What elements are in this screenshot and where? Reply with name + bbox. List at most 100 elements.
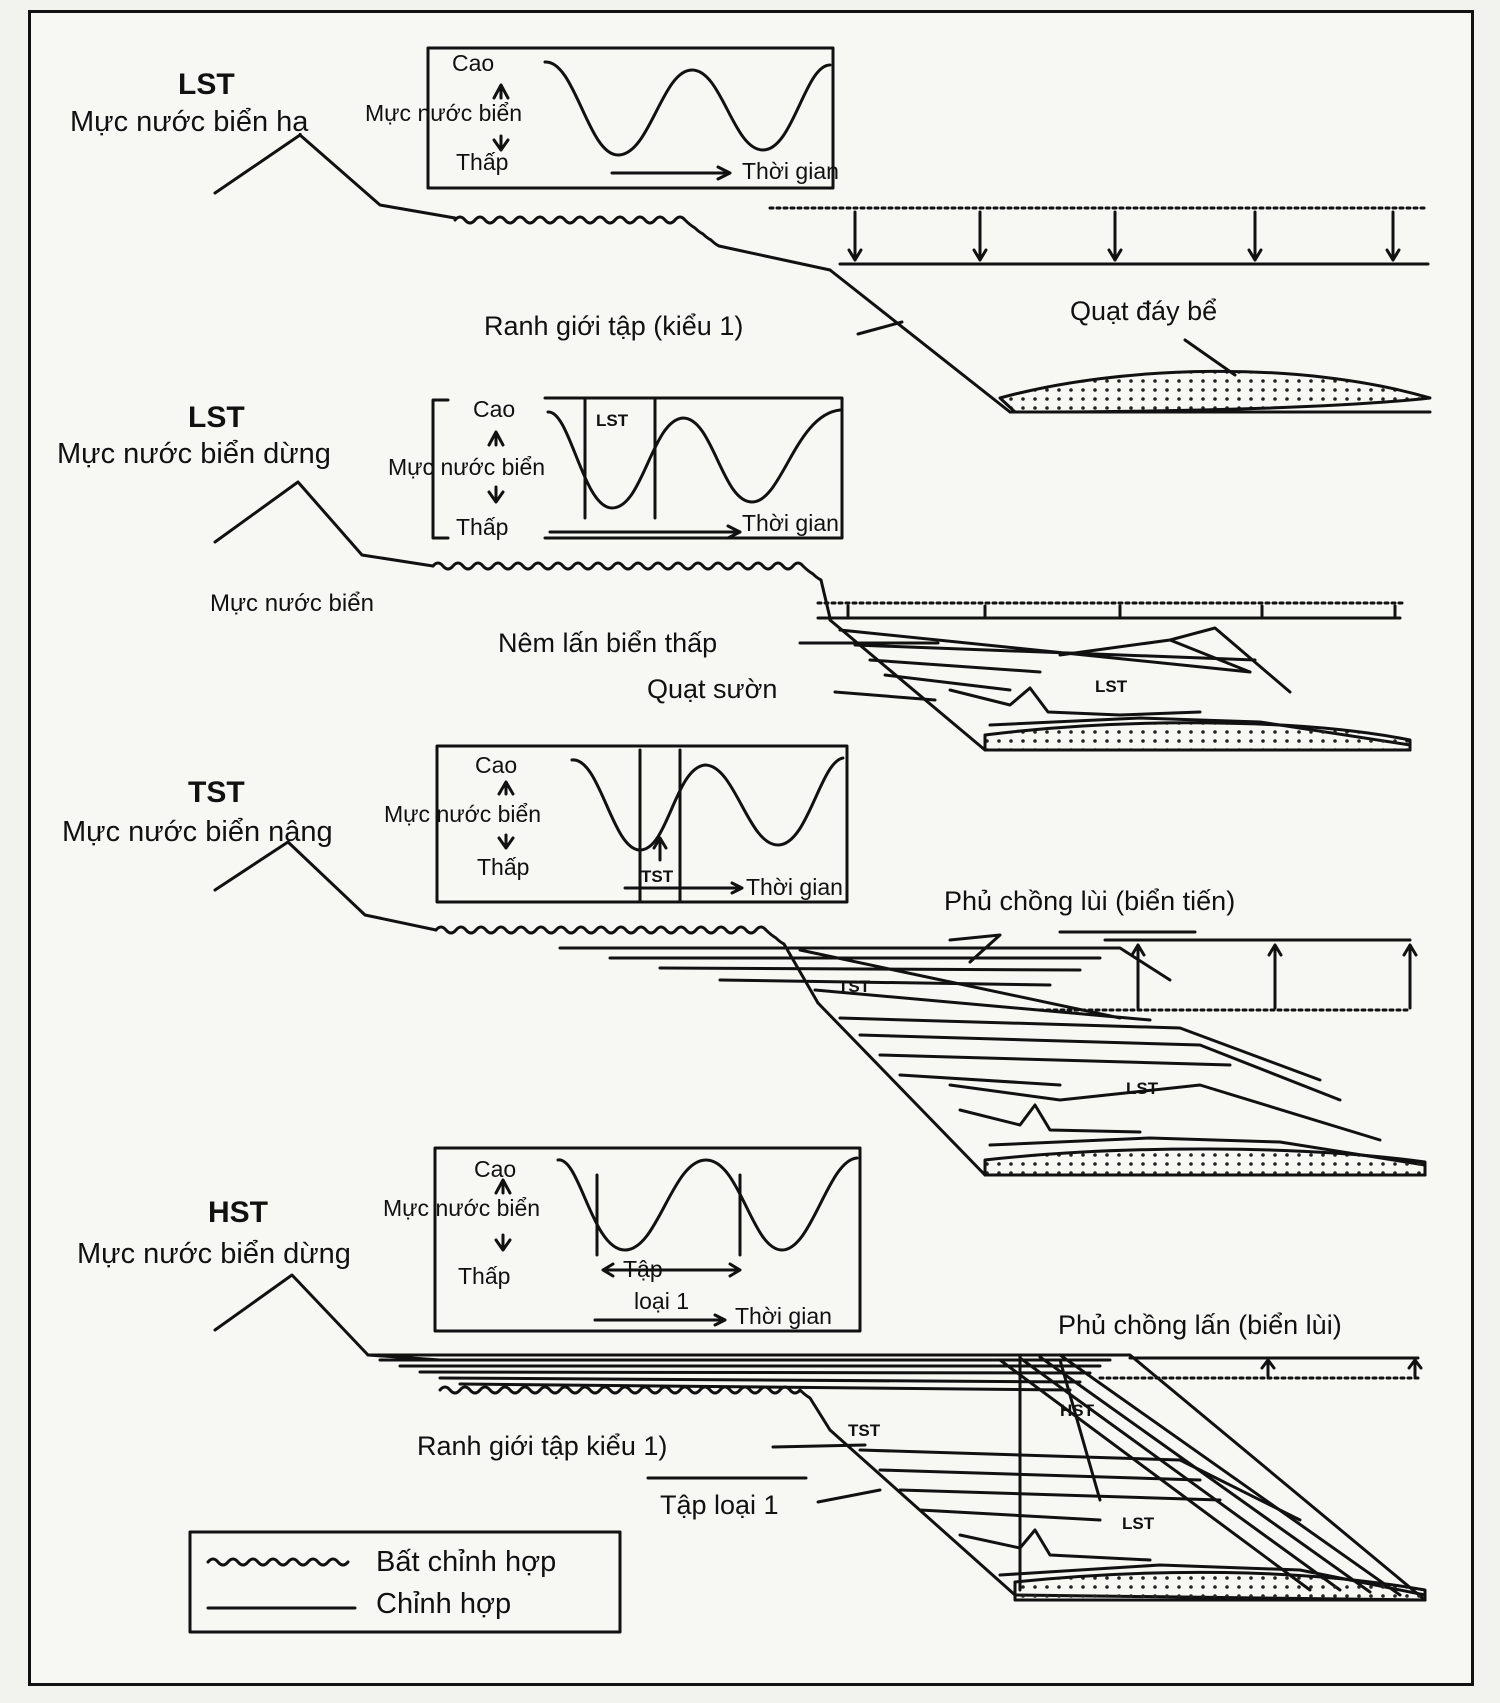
leader-retro-3: [948, 933, 1002, 964]
panel-4-graphics: [213, 1146, 1427, 1602]
inset-box-3: [435, 744, 849, 904]
unconformity-1: [453, 215, 832, 272]
inset-2-high: Cao: [473, 396, 516, 422]
inset-3-tag: TST: [641, 867, 674, 886]
legend-conformity: Chỉnh hợp: [376, 1588, 512, 1620]
callout-pro-4: Phủ chồng lấn (biển lùi): [1058, 1310, 1342, 1340]
callout-boundary-4: Ranh giới tập kiểu 1): [417, 1431, 668, 1461]
time-arrow-2: [548, 524, 742, 540]
arrow-up-4: [494, 1178, 512, 1195]
inset-3-axis: Mực nước biển: [384, 801, 542, 827]
inset-4-low: Thấp: [458, 1263, 511, 1289]
legend-unconformity: Bất chỉnh hợp: [376, 1546, 557, 1578]
legend-graphics: [188, 1530, 622, 1634]
coast-profile-2: [213, 480, 435, 568]
inset-box-1: [426, 46, 835, 190]
basin-floor-fan-1: [998, 369, 1432, 414]
panel-3-graphics: [213, 744, 1427, 1177]
sea-level-curve-1: [543, 60, 832, 157]
legend-wave-symbol: [206, 1557, 350, 1567]
coast-profile-4: [213, 1273, 442, 1362]
callout-wedge-2: Nêm lấn biển thấp: [498, 628, 718, 658]
inset-4-high: Cao: [474, 1156, 517, 1182]
inset-2-time: Thời gian: [742, 510, 839, 536]
body-lst-4: LST: [1122, 1514, 1155, 1533]
callout-seq-4: Tập loại 1: [660, 1490, 779, 1520]
panel-3-subtitle: Mực nước biển nâng: [62, 816, 333, 848]
inset-4-seq-label-1: Tập: [623, 1256, 663, 1282]
coast-profile-1: [213, 133, 457, 220]
inset-2-tag: LST: [596, 411, 629, 430]
inset-1-low: Thấp: [456, 149, 509, 175]
arrow-up-1: [492, 83, 510, 100]
figure-frame: [28, 10, 1474, 1686]
slope-1: [828, 268, 1012, 414]
time-arrow-1: [610, 165, 732, 181]
unconformity-2: [431, 561, 832, 620]
body-lst-3: LST: [1126, 1079, 1159, 1098]
arrow-up-3: [497, 780, 515, 796]
arrow-down-4: [494, 1233, 512, 1252]
time-arrow-3: [623, 881, 744, 895]
highstand-strata-4: [366, 1353, 1427, 1602]
panel-1-subtitle: Mực nước biển hạ: [70, 106, 309, 138]
panel-1-title: LST: [178, 68, 235, 101]
body-tst-4: TST: [848, 1421, 881, 1440]
fall-arrows-2: [846, 604, 1397, 618]
panel-2-title: LST: [188, 401, 245, 434]
inset-2-axis: Mực nước biển: [388, 454, 546, 480]
inset-3-low: Thấp: [477, 854, 530, 880]
inset-4-time: Thời gian: [735, 1303, 832, 1329]
fall-arrows-1: [847, 210, 1401, 262]
panel-3-title: TST: [188, 776, 245, 809]
body-lst-2: LST: [1095, 677, 1128, 696]
unconformity-3: [434, 925, 820, 1005]
slope-fan-fill-2: [983, 721, 1412, 752]
coast-profile-3: [213, 840, 438, 932]
arrow-down-1: [492, 134, 510, 152]
panel-4-subtitle: Mực nước biển dừng: [77, 1238, 351, 1270]
inset-4-seq-label-2: loại 1: [634, 1288, 689, 1314]
inset-3-time: Thời gian: [746, 874, 843, 900]
transgressive-strata-3: [558, 946, 1172, 1022]
time-arrow-4: [593, 1313, 727, 1327]
fan-fill-3: [983, 1147, 1427, 1177]
callout-fan-1: Quạt đáy bể: [1070, 296, 1218, 326]
rise-arrows-3: [1130, 943, 1418, 1010]
arrow-down-2: [487, 485, 505, 504]
callout-boundary-1: Ranh giới tập (kiểu 1): [484, 311, 744, 341]
body-tst-3: TST: [838, 977, 871, 996]
leader-fan-1: [1183, 338, 1237, 377]
arrow-up-2: [487, 430, 505, 447]
inset-1-time: Thời gian: [742, 158, 839, 184]
leader-slopefan-2: [833, 690, 937, 702]
leader-seq-4: [646, 1476, 882, 1504]
inset-box-4: [433, 1146, 862, 1333]
rise-arrows-4: [1260, 1358, 1423, 1378]
inset-4-axis: Mực nước biển: [383, 1195, 541, 1221]
callout-slopefan-2: Quạt sườn: [647, 674, 778, 704]
sea-level-curve-4: [556, 1156, 859, 1252]
inset-3-high: Cao: [475, 752, 518, 778]
inset-1-high: Cao: [452, 50, 495, 76]
leader-boundary-4: [771, 1443, 867, 1449]
panel-4-title: HST: [208, 1196, 268, 1229]
legend-box: [188, 1530, 622, 1634]
callout-retro-3: Phủ chồng lùi (biển tiến): [944, 886, 1236, 916]
fan-fill-4: [1013, 1570, 1427, 1602]
seq-arrow-4: [601, 1262, 742, 1278]
sea-level-curve-3: [570, 756, 845, 852]
inset-1-axis: Mực nước biển: [365, 100, 523, 126]
sea-level-curve-2: [546, 408, 842, 510]
body-hst-4: HST: [1060, 1401, 1094, 1420]
callout-sealevel-2: Mực nước biển: [210, 590, 374, 617]
unconformity-4: [438, 1385, 832, 1432]
panel-1-graphics: [213, 46, 1432, 414]
inset-box-2: [431, 396, 844, 540]
arrow-down-3: [497, 833, 515, 850]
inset-2-low: Thấp: [456, 514, 509, 540]
panel-2-subtitle: Mực nước biển dừng: [57, 438, 331, 470]
panel-2-graphics: [213, 396, 1412, 752]
tst-arrow-3: [652, 836, 668, 862]
